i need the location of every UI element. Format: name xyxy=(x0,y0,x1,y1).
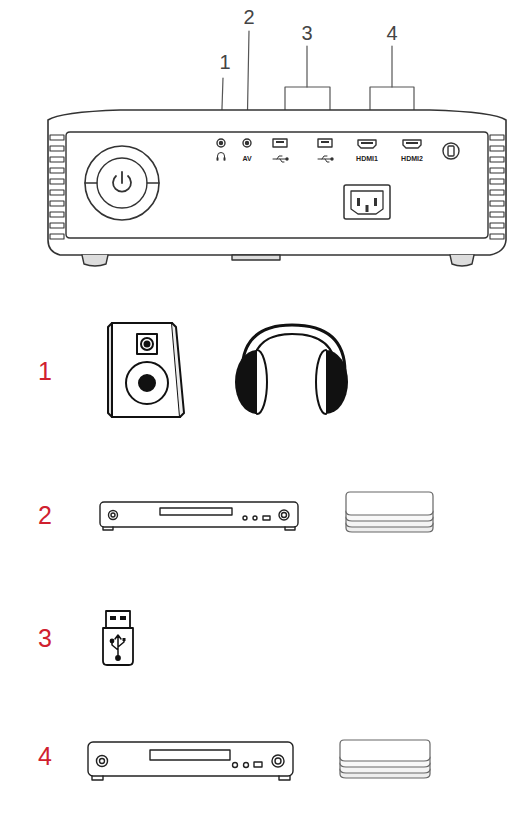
vent-slot xyxy=(490,179,504,184)
hdmi-port xyxy=(358,140,376,148)
vent-slot xyxy=(490,168,504,173)
vent-slot xyxy=(490,146,504,151)
headphone-jack xyxy=(217,139,226,161)
callout-number: 2 xyxy=(243,7,254,27)
usb-port xyxy=(273,139,288,162)
disc-player-icon xyxy=(100,502,298,530)
row-number: 3 xyxy=(38,626,52,651)
power-button xyxy=(85,146,159,220)
security-slot xyxy=(443,143,459,159)
port-label: AV xyxy=(242,155,251,162)
vent-slot xyxy=(50,168,64,173)
vent-slots xyxy=(490,135,504,239)
headphones-icon xyxy=(235,325,348,414)
av-jack xyxy=(243,139,251,147)
media-box-icon xyxy=(346,492,433,532)
vent-slot xyxy=(50,179,64,184)
speaker-icon xyxy=(108,323,184,417)
row-number: 1 xyxy=(38,359,52,384)
vent-slots xyxy=(50,135,64,239)
vent-slot xyxy=(50,212,64,217)
port-label: HDMI2 xyxy=(401,155,423,162)
vent-slot xyxy=(490,223,504,228)
vent-slot xyxy=(50,234,64,239)
vent-slot xyxy=(490,212,504,217)
disc-player-icon xyxy=(88,742,293,780)
hdmi-port xyxy=(403,140,421,148)
row-number: 2 xyxy=(38,503,52,528)
vent-slot xyxy=(490,201,504,206)
vent-slot xyxy=(50,201,64,206)
vent-slot xyxy=(490,190,504,195)
callout-number: 4 xyxy=(386,23,397,43)
media-box-icon xyxy=(340,740,430,778)
usb-stick-icon xyxy=(103,611,133,665)
power-inlet xyxy=(344,185,390,219)
vent-slot xyxy=(490,234,504,239)
vent-slot xyxy=(490,135,504,140)
vent-slot xyxy=(50,135,64,140)
vent-slot xyxy=(50,223,64,228)
port-label: HDMI1 xyxy=(356,155,378,162)
vent-slot xyxy=(50,146,64,151)
row-number: 4 xyxy=(38,744,52,769)
vent-slot xyxy=(50,157,64,162)
vent-slot xyxy=(490,157,504,162)
callout-number: 3 xyxy=(301,23,312,43)
callout-number: 1 xyxy=(219,52,230,72)
vent-slot xyxy=(50,190,64,195)
projector-body xyxy=(48,110,506,266)
usb-port xyxy=(318,139,333,162)
